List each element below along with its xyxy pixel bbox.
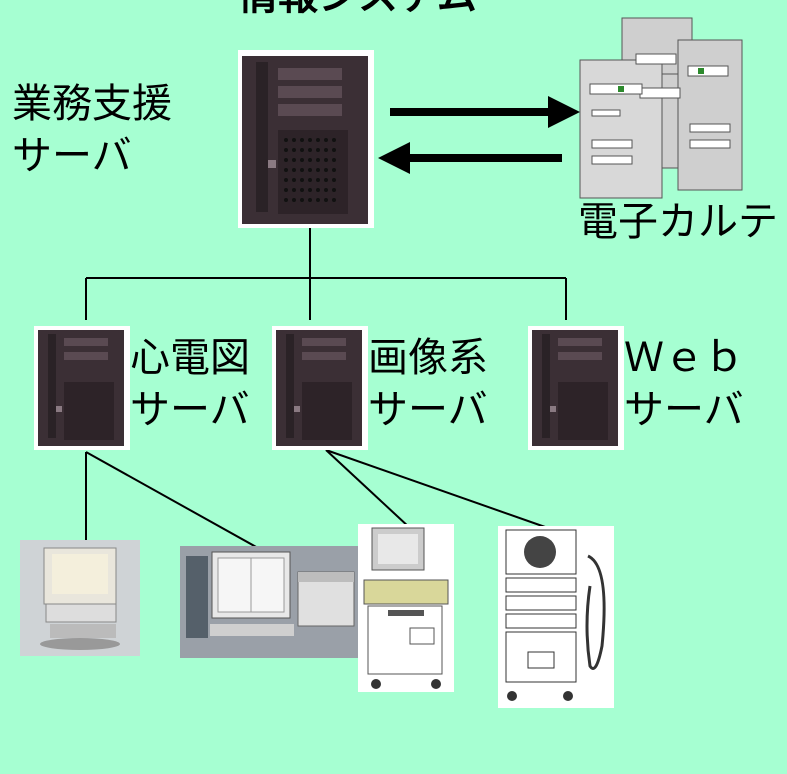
arrow-right-icon <box>548 96 580 128</box>
ecg-monitor-icon <box>20 540 140 656</box>
endoscope-cart-icon <box>498 526 614 708</box>
ekarte-label-text: 電子カルテ <box>578 199 778 245</box>
workstation-printer-icon <box>180 546 358 658</box>
ultrasound-cart-icon <box>358 524 454 692</box>
ekarte-label: 電子カルテ <box>578 196 778 248</box>
top-label-partial: 情報システム <box>238 0 477 22</box>
web-server-icon <box>528 326 624 450</box>
image-server-label: 画像系 サーバ <box>368 332 488 436</box>
arrow-left-icon <box>378 142 410 174</box>
image-server-icon <box>272 326 368 450</box>
gyomu-server-icon <box>238 50 374 228</box>
web-server-label-line2: サーバ <box>624 387 744 433</box>
ecg-server-label: 心電図 サーバ <box>130 332 250 436</box>
ecg-server-label-line2: サーバ <box>130 387 250 433</box>
ecg-server-icon <box>34 326 130 450</box>
web-server-label-line1: Ｗｅｂ <box>624 335 744 381</box>
image-server-label-line1: 画像系 <box>368 335 488 381</box>
ecg-server-label-line1: 心電図 <box>130 335 250 381</box>
gyomu-server-label-line1: 業務支援 <box>12 81 172 127</box>
image-server-label-line2: サーバ <box>368 387 488 433</box>
web-server-label: Ｗｅｂ サーバ <box>624 332 744 436</box>
server-cluster-icon <box>579 17 743 199</box>
gyomu-server-label-line2: サーバ <box>12 133 132 179</box>
gyomu-server-label: 業務支援 サーバ <box>12 78 172 182</box>
